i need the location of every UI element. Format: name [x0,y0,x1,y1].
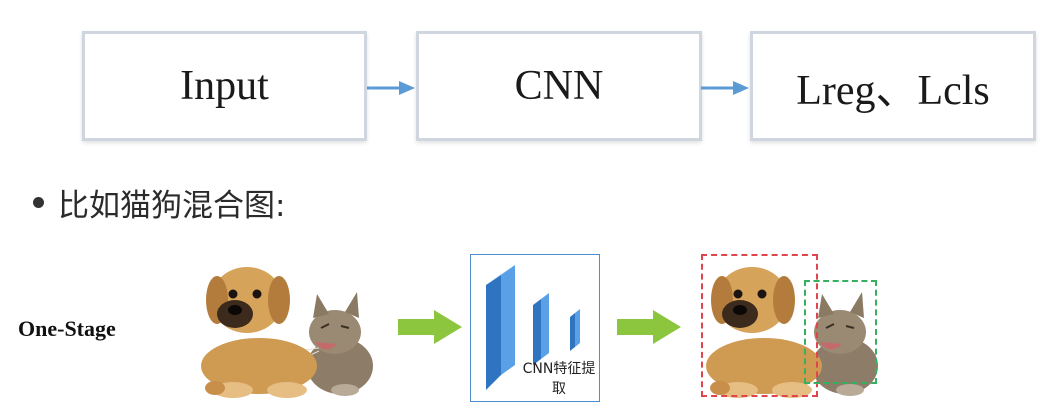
cat-detection-box [804,280,877,384]
green-arrow-1-icon [398,310,462,344]
dog-icon [201,267,317,398]
detection-output-photo [706,267,878,398]
input-box: Input [82,31,367,141]
cnn-caption: CNN特征提取 [522,361,596,397]
dog-cat-photo [201,267,373,398]
cnn-label: CNN [514,63,604,109]
input-label: Input [180,63,269,109]
green-arrow-2-icon [617,310,681,344]
cat-icon [304,292,373,396]
bullet-text: 比如猫狗混合图: [58,188,286,224]
one-stage-label: One-Stage [18,316,116,341]
cnn-box: CNN [416,31,702,141]
dog-icon [706,267,822,398]
bullet-item: 比如猫狗混合图: [20,180,285,225]
cat-icon [812,292,878,396]
cnn-layers-icon [486,265,580,390]
dog-detection-box [701,254,818,397]
arrow-cnn-to-loss-icon [701,81,749,95]
arrow-input-to-cnn-icon [367,81,415,95]
cnn-feature-panel: CNN特征提取 [470,254,600,402]
bullet-dot-icon [33,197,44,208]
loss-box: Lreg、Lcls [750,31,1036,141]
loss-label: Lreg、Lcls [796,67,990,114]
